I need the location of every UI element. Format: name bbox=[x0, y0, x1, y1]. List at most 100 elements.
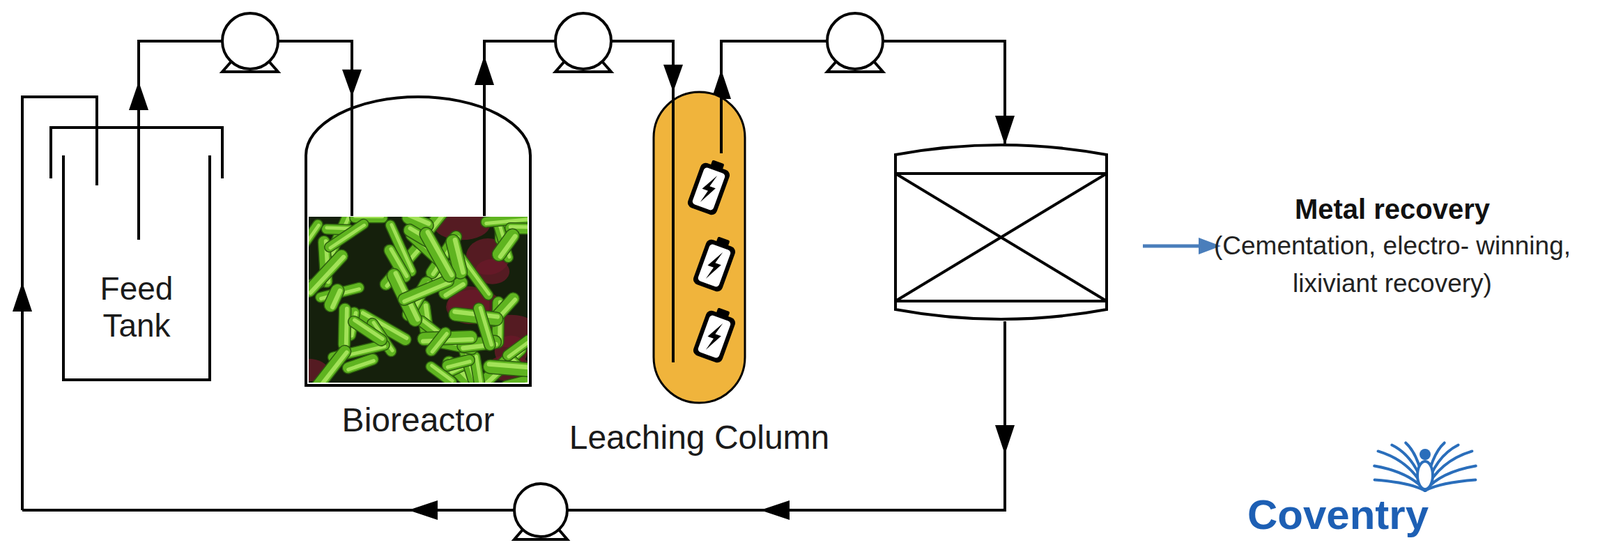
logo-head bbox=[1419, 448, 1431, 460]
bioreactor-vessel: Bioreactor bbox=[305, 96, 531, 386]
bacterium-cell bbox=[471, 301, 497, 352]
flow-arrowhead bbox=[995, 115, 1015, 145]
bacterium bbox=[423, 324, 454, 359]
node-label: Bioreactor bbox=[342, 400, 495, 440]
bacterium-cell bbox=[482, 359, 529, 378]
flow-arrows bbox=[12, 55, 1015, 520]
battery-face bbox=[691, 166, 726, 212]
flow-arrowhead bbox=[995, 425, 1015, 455]
return-pipe bbox=[22, 321, 1005, 511]
battery-terminal bbox=[715, 236, 730, 247]
pump-body bbox=[222, 13, 279, 69]
bacterium-shine bbox=[308, 222, 322, 255]
pump-symbol bbox=[555, 13, 612, 72]
flow-arrowhead bbox=[408, 500, 438, 520]
pump-body bbox=[827, 13, 883, 69]
bacterium bbox=[482, 359, 529, 378]
process-note: (Cementation, electro- winning, lixivian… bbox=[1211, 227, 1574, 303]
bacterium-cell bbox=[308, 342, 355, 384]
node-label: Leaching Column bbox=[569, 418, 830, 457]
bacterium-shine bbox=[474, 354, 485, 384]
bacterium-shine bbox=[425, 229, 456, 279]
bacterium bbox=[500, 332, 529, 363]
tank-body bbox=[63, 155, 210, 380]
battery-icon bbox=[691, 304, 739, 365]
bacterium-shine bbox=[486, 361, 529, 371]
logo-wordmark: Coventry bbox=[1247, 491, 1485, 538]
bioreactor-shell bbox=[305, 96, 531, 386]
bacterium-shine bbox=[308, 253, 347, 296]
bacterium bbox=[489, 225, 522, 264]
column-shell bbox=[653, 91, 745, 403]
pump-body bbox=[514, 483, 568, 537]
bacterium-shine bbox=[506, 338, 529, 359]
bacterium-cell bbox=[417, 225, 459, 285]
label-holder: Coventry bbox=[1247, 491, 1485, 538]
logo-body bbox=[1417, 461, 1433, 490]
battery-case bbox=[691, 309, 738, 365]
bacterium-cell bbox=[308, 246, 351, 300]
recovery-vessel bbox=[895, 144, 1107, 320]
bacterium-shine bbox=[496, 232, 518, 260]
return-inlet-pipe bbox=[22, 96, 97, 511]
vessel-outline bbox=[305, 96, 531, 386]
bacterium-shine bbox=[401, 280, 452, 305]
bacterium-shine bbox=[429, 331, 450, 355]
logo-bird bbox=[1374, 442, 1476, 491]
pump-body bbox=[555, 13, 612, 69]
bacterium bbox=[337, 303, 352, 351]
arrow-shaft bbox=[1142, 244, 1202, 249]
bacterium-shine bbox=[315, 349, 350, 384]
bacteria-image bbox=[308, 216, 529, 384]
bacterium-cell bbox=[441, 353, 476, 373]
bacterium bbox=[322, 217, 371, 255]
pump-symbol bbox=[222, 13, 279, 72]
section-heading: Metal recovery bbox=[1211, 190, 1574, 228]
battery-terminal bbox=[715, 307, 730, 318]
bacterium bbox=[345, 313, 389, 348]
battery-face bbox=[696, 314, 732, 359]
bacterium bbox=[441, 353, 476, 373]
bacterium-shine bbox=[503, 377, 529, 384]
bacterium-cell bbox=[500, 332, 529, 363]
bacterium bbox=[308, 246, 351, 300]
bacterium bbox=[471, 301, 497, 352]
flow-arrowhead bbox=[760, 500, 790, 520]
battery-case bbox=[686, 161, 732, 217]
pipe-lines bbox=[22, 41, 1005, 511]
battery-icon bbox=[686, 156, 734, 217]
bacterium bbox=[417, 225, 459, 285]
vessel-packing bbox=[895, 173, 1107, 302]
battery-bolt bbox=[703, 319, 726, 354]
recovery-arrow bbox=[1142, 237, 1221, 255]
battery-terminal bbox=[710, 159, 725, 171]
bacterium-cell bbox=[345, 313, 389, 348]
pump-symbol bbox=[514, 483, 568, 540]
bacterium-shine bbox=[478, 305, 495, 348]
bacterium-cell bbox=[337, 303, 352, 351]
vessel-outline bbox=[653, 91, 745, 403]
label-holder: Metal recovery bbox=[1211, 190, 1574, 228]
dip-tube bbox=[137, 127, 141, 240]
bacterium-shine bbox=[351, 317, 386, 342]
bacterium bbox=[308, 342, 355, 384]
bacterium bbox=[308, 217, 325, 259]
feed-tank: Feed Tank bbox=[50, 127, 223, 380]
tank-rim bbox=[50, 127, 223, 179]
bacterium-shine bbox=[445, 359, 472, 370]
label-holder: (Cementation, electro- winning, lixivian… bbox=[1211, 227, 1574, 303]
internal-pipes bbox=[351, 96, 485, 217]
battery-case bbox=[691, 238, 738, 294]
battery-bolt bbox=[697, 172, 720, 206]
battery-icon bbox=[691, 233, 739, 294]
battery-bolt bbox=[703, 248, 726, 283]
bacterium-shine bbox=[328, 222, 367, 251]
leaching-column: Leaching Column bbox=[653, 91, 745, 403]
image-frame bbox=[308, 216, 529, 384]
bacterium-cell bbox=[489, 225, 522, 264]
bacterium-shine bbox=[344, 306, 350, 348]
bacterium-cell bbox=[423, 324, 454, 359]
node-label: Feed Tank bbox=[84, 270, 189, 345]
bacterium-cell bbox=[308, 217, 325, 259]
